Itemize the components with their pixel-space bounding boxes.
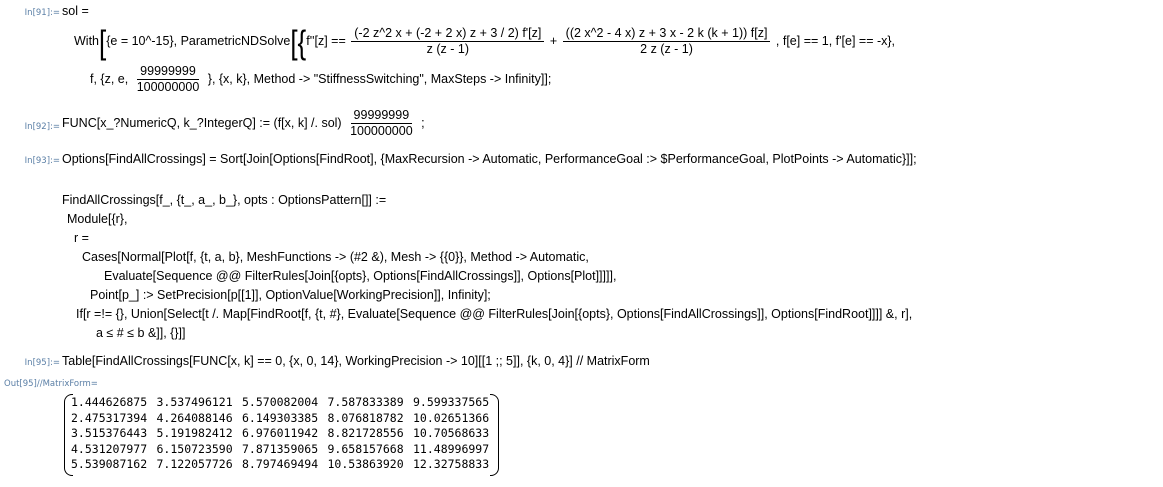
matrix-cell: 8.821728556: [327, 426, 404, 440]
semicolon: ;: [421, 115, 425, 130]
matrix-row: 1.444626875 3.537496121 5.570082004 7.58783…: [71, 395, 499, 409]
fraction-2-numerator: ((2 x^2 - 4 x) z + 3 x - 2 k (k + 1)) f[…: [562, 26, 771, 42]
matrix-cell: 2.475317394: [71, 410, 148, 425]
fraction-2-denominator: 2 z (z - 1): [640, 42, 693, 56]
open-bracket-2: [{: [290, 22, 307, 61]
cell-label-in92: In[92]:=: [24, 122, 60, 132]
matrix-cell: 7.871359065: [242, 441, 319, 456]
input-cell-in93-line9[interactable]: a ≤ # ≤ b &]], {}]]: [96, 326, 186, 340]
matrix-cell: 12.32758833: [413, 457, 490, 471]
cell-label-in93: In[93]:=: [24, 156, 60, 166]
fraction-1: (-2 z^2 x + (-2 + 2 x) z + 3 / 2) f'[z] …: [351, 26, 545, 57]
matrix-cell: 5.539087162: [71, 457, 148, 471]
matrix-left-paren: [64, 394, 73, 476]
solve-options: }, {x, k}, Method -> "StiffnessSwitching…: [207, 71, 552, 86]
matrix-row: 5.539087162 7.122057726 8.797469494 10.5386…: [71, 457, 499, 471]
input-cell-in93-line7[interactable]: Point[p_] :> SetPrecision[p[[1]], Option…: [90, 288, 491, 302]
fraction-4-denominator: 100000000: [350, 124, 413, 138]
matrix-cell: 6.150723590: [156, 441, 233, 456]
matrix-row: 3.515376443 5.191982412 6.976011942 8.82172…: [71, 426, 499, 440]
input-cell-in93-line1[interactable]: Options[FindAllCrossings] = Sort[Join[Op…: [62, 152, 917, 166]
input-cell-in93-line5[interactable]: Cases[Normal[Plot[f, {t, a, b}, MeshFunc…: [82, 250, 589, 264]
input-cell-in93-line6[interactable]: Evaluate[Sequence @@ FilterRules[Join[{o…: [104, 269, 617, 283]
matrix-cell: 5.191982412: [156, 426, 233, 440]
fraction-3: 99999999 100000000: [134, 64, 203, 95]
ode-lhs: f''[z] ==: [306, 33, 346, 48]
fraction-4: 99999999 100000000: [347, 108, 416, 139]
with-keyword: With: [74, 33, 99, 48]
matrix-cell: 8.797469494: [242, 457, 319, 471]
matrix-cell: 4.264088146: [156, 410, 233, 425]
matrix-cell: 5.570082004: [242, 395, 319, 409]
matrix-row: 4.531207977 6.150723590 7.871359065 9.65815…: [71, 442, 499, 456]
with-args: {e = 10^-15}, ParametricNDSolve: [106, 33, 291, 48]
output-matrix[interactable]: 1.444626875 3.537496121 5.570082004 7.58783…: [64, 394, 499, 476]
matrix-cell: 3.515376443: [71, 426, 148, 440]
matrix-cell: 1.444626875: [71, 395, 148, 409]
input-cell-in91-line1[interactable]: sol =: [62, 4, 89, 18]
fraction-4-numerator: 99999999: [350, 108, 413, 124]
boundary-conditions: , f[e] == 1, f'[e] == -x},: [775, 33, 896, 48]
input-cell-in93-line3[interactable]: Module[{r},: [67, 212, 128, 226]
cell-label-in95: In[95]:=: [24, 358, 60, 368]
input-cell-in93-line4[interactable]: r =: [74, 231, 89, 245]
func-definition: FUNC[x_?NumericQ, k_?IntegerQ] := (f[x, …: [62, 115, 342, 130]
cell-label-out95: Out[95]//MatrixForm=: [4, 379, 98, 389]
matrix-cell: 10.02651366: [413, 410, 490, 425]
matrix-cell: 4.531207977: [71, 441, 148, 456]
matrix-cell: 8.076818782: [327, 410, 404, 425]
matrix-cell: 3.537496121: [156, 395, 233, 409]
matrix-row: 2.475317394 4.264088146 6.149303385 8.07681…: [71, 411, 499, 425]
matrix-cell: 9.599337565: [413, 395, 490, 409]
input-cell-in93-line2[interactable]: FindAllCrossings[f_, {t_, a_, b_}, opts …: [62, 193, 387, 207]
cell-label-in91: In[91]:=: [24, 8, 60, 18]
matrix-cell: 9.658157668: [327, 441, 404, 456]
input-cell-in92[interactable]: FUNC[x_?NumericQ, k_?IntegerQ] := (f[x, …: [62, 108, 425, 139]
input-cell-in93-line8[interactable]: If[r =!= {}, Union[Select[t /. Map[FindR…: [76, 307, 913, 321]
input-cell-in95[interactable]: Table[FindAllCrossings[FUNC[x, k] == 0, …: [62, 354, 650, 368]
fraction-1-denominator: z (z - 1): [426, 42, 469, 56]
fraction-3-denominator: 100000000: [136, 80, 200, 94]
fraction-1-numerator: (-2 z^2 x + (-2 + 2 x) z + 3 / 2) f'[z]: [351, 26, 545, 42]
plus-sign: +: [549, 33, 558, 48]
open-bracket: [: [99, 22, 107, 61]
input-cell-in91-line2[interactable]: With[{e = 10^-15}, ParametricNDSolve[{f'…: [74, 22, 896, 61]
input-cell-in91-line3[interactable]: f, {z, e, 99999999 100000000 }, {x, k}, …: [90, 64, 551, 95]
matrix-cell: 11.48996997: [413, 441, 490, 456]
matrix-cell: 6.149303385: [242, 410, 319, 425]
matrix-cell: 10.53863920: [327, 457, 404, 471]
matrix-cell: 10.70568633: [413, 426, 490, 440]
matrix-cell: 7.587833389: [327, 395, 404, 409]
matrix-cell: 6.976011942: [242, 426, 319, 440]
fraction-2: ((2 x^2 - 4 x) z + 3 x - 2 k (k + 1)) f[…: [562, 26, 771, 57]
fraction-3-numerator: 99999999: [137, 64, 199, 80]
matrix-cell: 7.122057726: [156, 457, 233, 471]
solve-vars: f, {z, e,: [90, 71, 129, 86]
